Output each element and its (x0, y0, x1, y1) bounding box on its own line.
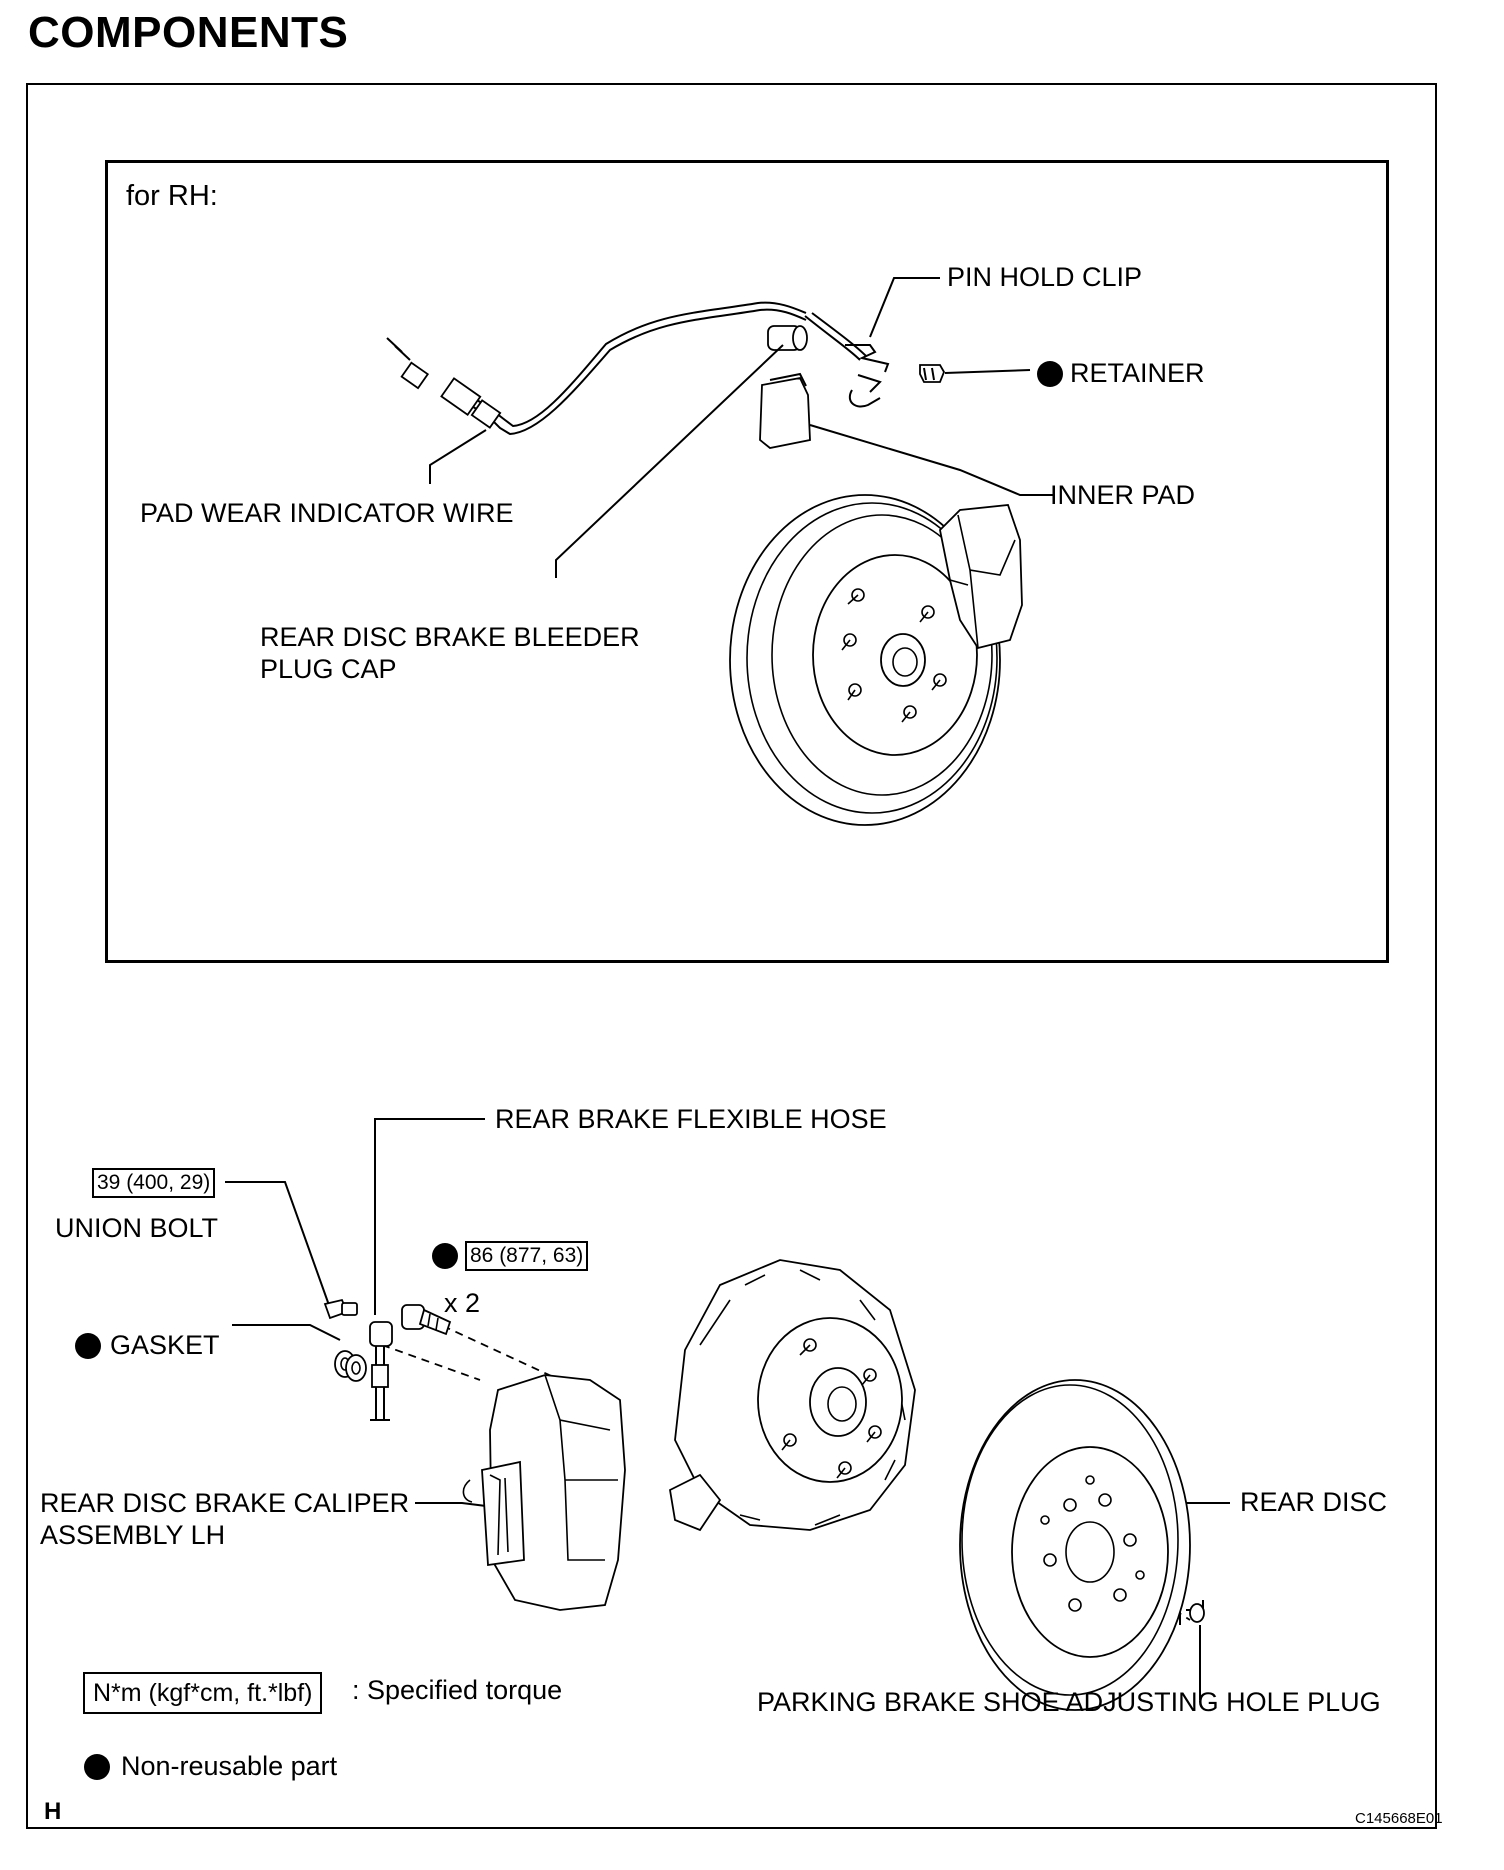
rear-disc-label: REAR DISC (1240, 1487, 1388, 1517)
corner-mark: H (44, 1798, 62, 1825)
inner-pad-label: INNER PAD (1050, 480, 1196, 510)
legend-torque-text: : Specified torque (352, 1675, 563, 1705)
outer-frame (26, 83, 1437, 1829)
adjusting-hole-plug-label: PARKING BRAKE SHOE ADJUSTING HOLE PLUG (757, 1687, 1381, 1717)
gasket-label: GASKET (110, 1330, 220, 1360)
backing-plate (669, 1259, 916, 1532)
caliper-bolt (401, 1304, 452, 1336)
pin-hold-clip (845, 344, 890, 408)
retainer-non-reusable-mark (1037, 361, 1063, 387)
adjusting-hole-plug (1189, 1603, 1205, 1623)
flexible-hose (369, 1321, 393, 1421)
union-bolt-torque: 39 (400, 29) (92, 1168, 216, 1198)
caliper-label-line2: ASSEMBLY LH (40, 1520, 226, 1550)
caliper-label-line1: REAR DISC BRAKE CALIPER (40, 1488, 410, 1518)
bleeder-plug-cap (767, 325, 808, 351)
caliper-bolt-torque: 86 (877, 63) (465, 1241, 589, 1271)
union-bolt (323, 1298, 358, 1320)
caliper-bolt-non-reusable-mark (432, 1243, 458, 1269)
inset-leader-lines (429, 277, 1055, 578)
inset-frame (105, 160, 1389, 963)
rear-disc-part (959, 1379, 1191, 1711)
figure-id: C145668E01 (1355, 1810, 1443, 1827)
union-bolt-label: UNION BOLT (55, 1213, 219, 1243)
legend-torque-unit: N*m (kgf*cm, ft.*lbf) (83, 1672, 323, 1714)
retainer-label: RETAINER (1070, 358, 1205, 388)
legend-non-reusable-mark (84, 1754, 110, 1780)
caliper-bolt-qty: x 2 (444, 1288, 481, 1318)
page-title: COMPONENTS (28, 8, 349, 57)
pad-wear-indicator-wire (386, 301, 867, 436)
inner-pad (759, 372, 811, 449)
bleeder-plug-cap-label-line1: REAR DISC BRAKE BLEEDER (260, 622, 640, 652)
bleeder-plug-cap-label-line2: PLUG CAP (260, 654, 397, 684)
flexible-hose-label: REAR BRAKE FLEXIBLE HOSE (495, 1104, 887, 1134)
pin-hold-clip-label: PIN HOLD CLIP (947, 262, 1143, 292)
gasket-part (334, 1350, 367, 1382)
legend-non-reusable-text: Non-reusable part (121, 1751, 338, 1781)
caliper-assembly (462, 1374, 626, 1611)
rh-disc-assembly (729, 494, 1023, 826)
retainer-part (919, 364, 945, 383)
gasket-non-reusable-mark (75, 1333, 101, 1359)
pad-wear-indicator-wire-label: PAD WEAR INDICATOR WIRE (140, 498, 514, 528)
inset-heading: for RH: (126, 180, 218, 212)
